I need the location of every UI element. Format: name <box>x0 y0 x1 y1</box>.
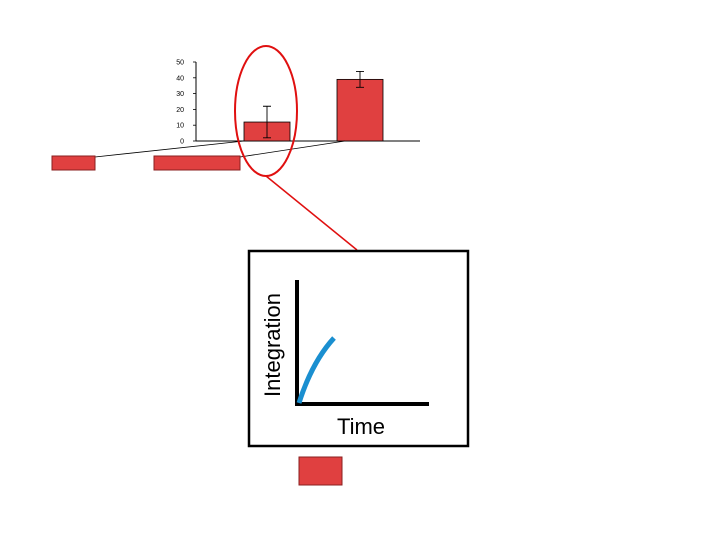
connector-line-left <box>94 140 245 158</box>
inset-x-axis-label: Time <box>337 414 385 439</box>
error-bar-2 <box>356 71 364 88</box>
highlight-pointer-line <box>265 175 358 251</box>
legend-block-bottom <box>298 456 343 486</box>
highlight-ellipse <box>234 45 298 177</box>
inset-y-axis-label: Integration <box>260 293 285 397</box>
y-tick-label: 30 <box>176 91 184 98</box>
integration-curve <box>296 336 336 404</box>
y-tick-label: 40 <box>176 75 184 82</box>
error-bar-1 <box>263 105 271 139</box>
y-tick-label: 50 <box>176 60 184 67</box>
bar-connectors <box>94 140 346 158</box>
bar-2 <box>336 78 384 142</box>
bar-group <box>243 71 384 142</box>
legend-block-middle <box>153 155 241 171</box>
connector-line-right <box>239 140 346 158</box>
inset-box <box>247 249 470 448</box>
y-tick-label: 20 <box>176 107 184 114</box>
y-tick-label: 10 <box>176 123 184 130</box>
legend-block-left <box>51 155 96 171</box>
y-tick-group: 0 10 20 30 40 50 <box>176 60 196 146</box>
bar-chart: 0 10 20 30 40 50 <box>176 60 420 146</box>
y-tick-label: 0 <box>180 139 184 146</box>
